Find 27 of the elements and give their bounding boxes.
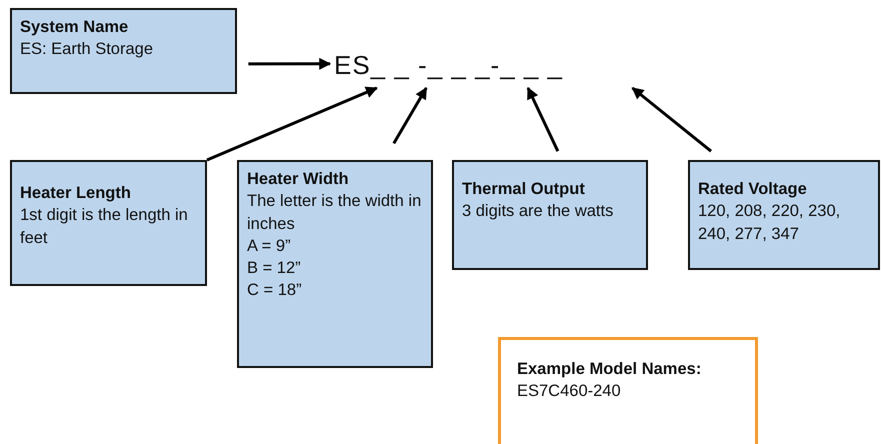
- box-text: B = 12”: [247, 258, 302, 280]
- info-box: [10, 160, 207, 286]
- box-text: 1st digit is the length in feet: [20, 205, 189, 249]
- info-box: [237, 160, 433, 368]
- arrow: [526, 86, 560, 152]
- box-text: ES: Earth Storage: [20, 39, 154, 60]
- info-box: [452, 160, 648, 270]
- box-heading: System Name: [20, 17, 130, 38]
- box-heading: Thermal Output: [462, 179, 586, 200]
- box-heading: Example Model Names:: [517, 359, 702, 380]
- model-code-text: ES_ _ -_ _ _-_ _ _: [334, 49, 564, 82]
- box-text: C = 18”: [247, 280, 303, 302]
- arrow: [206, 86, 378, 162]
- box-heading: Heater Width: [247, 169, 350, 190]
- box-text: 120, 208, 220, 230, 240, 277, 347: [698, 201, 842, 245]
- arrow: [392, 86, 428, 144]
- box-text: The letter is the width in inches: [247, 191, 422, 235]
- box-heading: Rated Voltage: [698, 179, 808, 200]
- box-text: A = 9”: [247, 236, 292, 257]
- info-box: [688, 160, 880, 270]
- box-text: ES7C460-240: [517, 381, 622, 402]
- info-box: [10, 8, 237, 94]
- arrow: [632, 86, 712, 152]
- arrow: [248, 58, 332, 70]
- example-box: [498, 337, 758, 444]
- box-text: 3 digits are the watts: [462, 201, 614, 222]
- box-heading: Heater Length: [20, 183, 132, 204]
